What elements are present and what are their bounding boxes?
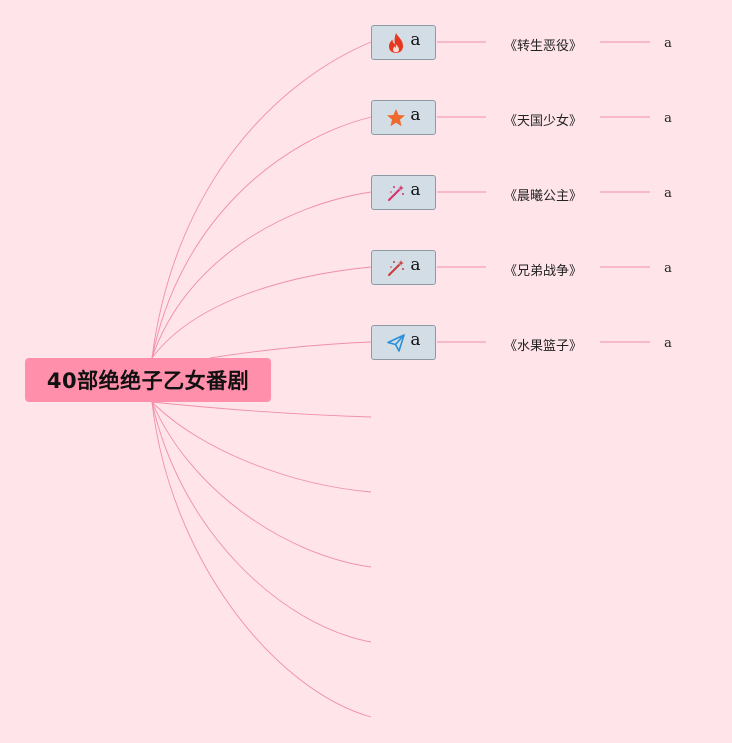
root-node[interactable]: 40部绝绝子乙女番剧 [25,358,271,402]
leaf-node-1[interactable]: a [664,36,672,51]
title-node-4[interactable]: 《兄弟战争》 [503,264,582,279]
link-empty-1 [151,401,372,418]
leaf-node-2[interactable]: a [664,111,672,126]
root-label: 40部绝绝子乙女番剧 [46,369,250,393]
branch-node-2[interactable]: a [371,100,436,135]
link-branch-5 [209,341,372,359]
branch-label: a [410,105,421,125]
leaf-node-5[interactable]: a [664,336,672,351]
branch-label: a [410,30,421,50]
leaf-node-3[interactable]: a [664,186,672,201]
title-node-5[interactable]: 《水果篮子》 [503,339,582,354]
star-icon [386,108,406,128]
link-branch-2 [151,116,372,359]
link-empty-5 [151,401,372,718]
link-empty-4 [151,401,372,643]
title-node-1[interactable]: 《转生恶役》 [503,39,582,54]
title-node-2[interactable]: 《天国少女》 [503,114,582,129]
branch-node-3[interactable]: a [371,175,436,210]
leaf-node-4[interactable]: a [664,261,672,276]
paper-plane-icon [386,333,406,353]
branch-node-4[interactable]: a [371,250,436,285]
branch-label: a [410,330,421,350]
fire-icon [386,32,406,53]
title-node-3[interactable]: 《晨曦公主》 [503,189,582,204]
link-branch-1 [151,41,372,359]
link-empty-3 [151,401,372,568]
link-branch-3 [151,191,372,359]
branch-label: a [410,180,421,200]
link-empty-2 [151,401,372,493]
magic-wand-icon [386,258,406,278]
branch-label: a [410,255,421,275]
branch-node-5[interactable]: a [371,325,436,360]
branch-node-1[interactable]: a [371,25,436,60]
link-branch-4 [151,266,372,359]
magic-wand-icon [386,183,406,203]
